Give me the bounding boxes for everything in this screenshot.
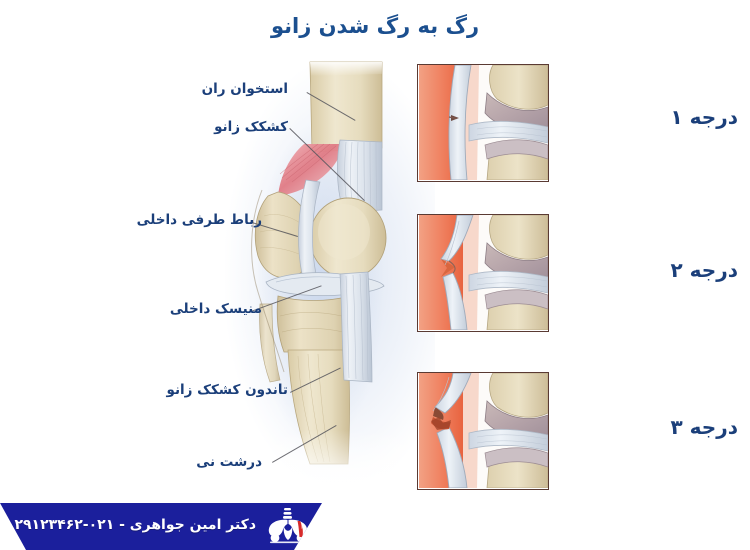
panel-mcl-lower-rupture bbox=[436, 426, 468, 488]
label-tibia: درشت نی bbox=[196, 454, 262, 470]
panel-femur bbox=[489, 65, 548, 110]
fibula-bone bbox=[259, 303, 281, 383]
grade-2-caption: درجه ۲ bbox=[670, 258, 738, 282]
panel-mcl-upper-rupture bbox=[434, 373, 472, 414]
label-mcl: رباط طرفی داخلی bbox=[136, 212, 262, 228]
grade-2-partial-tear bbox=[441, 259, 455, 277]
footer-banner: دکتر امین جواهری - ۰۲۱-۲۹۱۲۳۴۶۲ bbox=[0, 503, 322, 550]
grade-1-panel bbox=[417, 64, 549, 182]
quadriceps-muscle bbox=[278, 144, 342, 196]
panel-joint-ligament bbox=[468, 120, 548, 144]
grade-1-caption: درجه ۱ bbox=[670, 105, 738, 129]
page-title: رگ به رگ شدن زانو bbox=[270, 14, 480, 38]
panel-femur bbox=[489, 215, 548, 260]
footer-contact-text: دکتر امین جواهری - ۰۲۱-۲۹۱۲۳۴۶۲ bbox=[14, 516, 256, 533]
label-medial-meniscus: منیسک داخلی bbox=[169, 301, 262, 317]
grade-2-panel bbox=[417, 214, 549, 332]
grade-3-panel bbox=[417, 372, 549, 490]
panel-mcl-lower bbox=[442, 272, 468, 330]
panel-femur bbox=[489, 373, 548, 418]
label-femur: استخوان ران bbox=[201, 81, 288, 97]
label-patella: کشکک زانو bbox=[214, 119, 288, 135]
panel-mcl bbox=[448, 65, 472, 180]
grade-3-caption: درجه ۳ bbox=[670, 415, 738, 439]
patellar-tendon-band bbox=[339, 271, 373, 383]
knee-anatomy-illustration bbox=[232, 61, 432, 490]
panel-joint-ligament bbox=[468, 270, 548, 294]
pelvis-skeleton-icon bbox=[268, 507, 308, 543]
label-patellar-tendon: تاندون کشکک زانو bbox=[166, 382, 288, 398]
panel-joint-ligament bbox=[468, 428, 548, 452]
